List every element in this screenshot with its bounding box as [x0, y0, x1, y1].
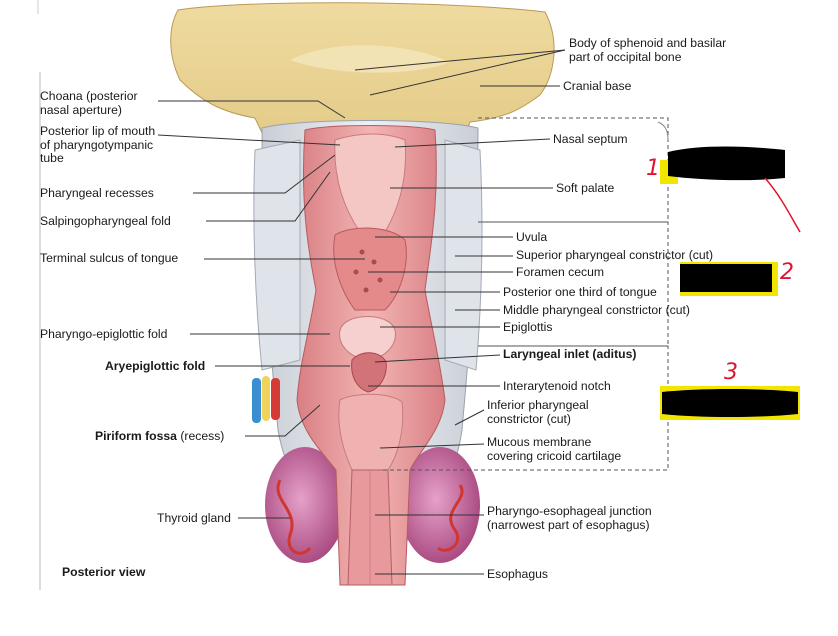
label-pharyngeal-recesses: Pharyngeal recesses: [40, 186, 154, 200]
vagus-nerve: [262, 376, 270, 421]
redaction-box-2: [680, 264, 772, 292]
label-body-of-sphenoid: Body of sphenoid and basilar part of occ…: [569, 36, 727, 64]
left-constrictor-flap: [253, 139, 301, 371]
ink-number-1: 1: [646, 156, 660, 181]
label-middle-constrictor: Middle pharyngeal constrictor (cut): [503, 303, 690, 317]
thyroid-right-lobe: [400, 447, 480, 563]
label-cranial-base: Cranial base: [563, 79, 632, 93]
jugular-vein: [252, 378, 261, 423]
laryngeal-inlet-shape: [351, 352, 387, 393]
redaction-box-3: [662, 389, 798, 417]
label-foramen-cecum: Foramen cecum: [516, 265, 605, 279]
label-thyroid-gland: Thyroid gland: [157, 511, 231, 525]
carotid-artery: [271, 378, 280, 420]
label-piriform-fossa-suffix: (recess): [176, 429, 225, 443]
ink-arrow-1: [764, 177, 801, 233]
redaction-box-1: [668, 146, 785, 181]
label-aryepiglottic-fold: Aryepiglottic fold: [105, 359, 206, 373]
label-nasal-septum: Nasal septum: [553, 132, 628, 146]
label-epiglottis: Epiglottis: [503, 320, 553, 334]
right-leader-lines: [354, 49, 566, 575]
ink-number-2: 2: [780, 260, 794, 285]
label-interarytenoid-notch: Interarytenoid notch: [503, 379, 611, 393]
label-uvula: Uvula: [516, 230, 548, 244]
label-pharyngo-epiglottic-fold: Pharyngo-epiglottic fold: [40, 327, 168, 341]
tongue-shape: [333, 227, 407, 311]
label-posterior-third-tongue: Posterior one third of tongue: [503, 285, 657, 299]
label-laryngeal-inlet: Laryngeal inlet (aditus): [503, 347, 637, 361]
thyroid-artery-left: [276, 479, 312, 555]
label-soft-palate: Soft palate: [556, 181, 615, 195]
label-pharyngo-esophageal-junction: Pharyngo-esophageal junction (narrowest …: [487, 504, 652, 532]
label-salpingopharyngeal-fold: Salpingopharyngeal fold: [40, 214, 171, 228]
label-posterior-view: Posterior view: [62, 565, 146, 579]
label-piriform-fossa: Piriform fossa (recess): [95, 429, 225, 444]
label-esophagus: Esophagus: [487, 567, 548, 581]
basilar-bone-highlight: [290, 45, 450, 73]
label-posterior-lip: Posterior lip of mouth of pharyngotympan…: [40, 124, 156, 165]
label-mucous-membrane: Mucous membrane covering cricoid cartila…: [487, 435, 622, 463]
thyroid-left-lobe: [265, 447, 345, 563]
ink-number-3: 3: [724, 360, 738, 385]
label-superior-constrictor: Superior pharyngeal constrictor (cut): [516, 248, 714, 262]
soft-palate-shape: [334, 133, 407, 233]
label-terminal-sulcus: Terminal sulcus of tongue: [40, 251, 179, 265]
left-leader-lines: [157, 100, 365, 519]
label-piriform-fossa-main: Piriform fossa: [95, 429, 177, 443]
right-constrictor-flap: [444, 139, 483, 371]
thyroid-artery-right: [436, 484, 464, 552]
cricoid-mucosa-shape: [338, 393, 404, 471]
label-choana: Choana (posterior nasal aperture): [40, 89, 138, 117]
label-inferior-constrictor: Inferior pharyngeal constrictor (cut): [487, 398, 589, 426]
